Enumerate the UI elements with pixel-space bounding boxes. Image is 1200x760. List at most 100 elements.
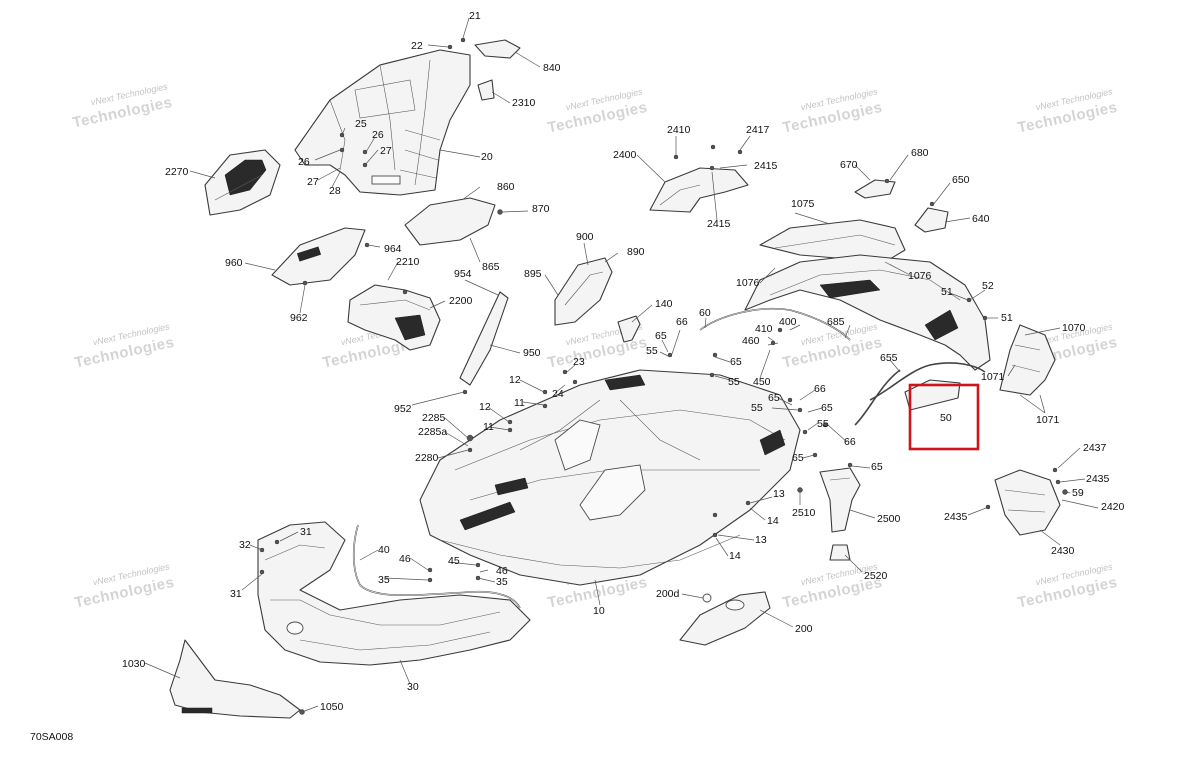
callout-label: 670 <box>840 159 858 171</box>
callout-label: 2280 <box>415 452 439 464</box>
part-trim-arc <box>854 369 901 426</box>
part-2520 <box>829 544 851 561</box>
part-1070 <box>999 324 1056 396</box>
part-840 <box>474 39 521 59</box>
part-rear-upper-body <box>294 49 471 196</box>
callout-label: 2417 <box>746 124 770 136</box>
callout-label: 870 <box>532 203 550 215</box>
watermark: vNext Technologies Technologies <box>781 86 884 136</box>
part-30-front-nose <box>257 521 531 666</box>
callout-label: 680 <box>911 147 929 159</box>
callout-label: 31 <box>230 588 242 600</box>
part-rear-hull-upper <box>744 254 991 371</box>
callout-label: 23 <box>573 356 585 368</box>
callout-label: 45 <box>448 555 460 567</box>
callout-label: 40 <box>378 544 390 556</box>
callout-label: 2400 <box>613 149 637 161</box>
callout-label: 2435 <box>944 511 968 523</box>
callout-label: 12 <box>479 401 491 413</box>
callout-label: 32 <box>239 539 251 551</box>
part-640 <box>914 207 949 233</box>
callout-label: 26 <box>298 156 310 168</box>
callout-label: 2520 <box>864 570 888 582</box>
callout-label: 25 <box>355 118 367 130</box>
callout-label: 964 <box>384 243 402 255</box>
callout-label: 28 <box>329 185 341 197</box>
part-200d <box>702 593 712 603</box>
callout-label: 13 <box>755 534 767 546</box>
watermark: vNext Technologies Technologies <box>73 561 176 611</box>
part-655-trim <box>869 362 986 401</box>
callout-label: 50 <box>940 412 952 424</box>
part-890 <box>554 257 613 326</box>
callout-label: 51 <box>941 286 953 298</box>
callout-label: 450 <box>753 376 771 388</box>
part-2200-console <box>347 284 441 351</box>
callout-label: 1070 <box>1062 322 1086 334</box>
part-2500-bracket <box>819 467 861 533</box>
callout-label: 950 <box>523 347 541 359</box>
callout-label: 59 <box>1072 487 1084 499</box>
callout-label: 24 <box>552 388 564 400</box>
callout-label: 65 <box>730 356 742 368</box>
watermark: vNext Technologies Technologies <box>781 321 884 371</box>
callout-label: 55 <box>817 418 829 430</box>
callout-label: 2310 <box>512 97 536 109</box>
callout-label: 10 <box>593 605 605 617</box>
callout-label: 65 <box>871 461 883 473</box>
callout-label: 860 <box>497 181 515 193</box>
callout-label: 1030 <box>122 658 146 670</box>
callout-label: 2285 <box>422 412 446 424</box>
callout-label: 21 <box>469 10 481 22</box>
watermark: vNext Technologies Technologies <box>1016 561 1119 611</box>
badge-plate <box>371 175 401 185</box>
callout-label: 2510 <box>792 507 816 519</box>
callout-label: 890 <box>627 246 645 258</box>
callout-label: 65 <box>768 392 780 404</box>
part-960 <box>271 227 366 286</box>
part-1075 <box>759 219 906 263</box>
callout-label: 2435 <box>1086 473 1110 485</box>
callout-label: 200 <box>795 623 813 635</box>
callout-label: 140 <box>655 298 673 310</box>
watermark: vNext Technologies Technologies <box>73 321 176 371</box>
callout-label: 2415 <box>707 218 731 230</box>
callout-label: 954 <box>454 268 472 280</box>
callout-label: 11 <box>514 397 525 409</box>
part-670 <box>854 179 896 199</box>
callout-label: 640 <box>972 213 990 225</box>
part-950-strip <box>459 291 509 386</box>
callout-label: 65 <box>821 402 833 414</box>
part-10-main-hull <box>419 369 801 586</box>
callout-label: 35 <box>378 574 390 586</box>
callout-label: 27 <box>307 176 319 188</box>
callout-label: 400 <box>779 316 797 328</box>
callout-label: 1075 <box>791 198 815 210</box>
callout-label: 26 <box>372 129 384 141</box>
callout-label: 31 <box>300 526 312 538</box>
callout-label: 2420 <box>1101 501 1125 513</box>
callout-label: 952 <box>394 403 412 415</box>
callout-label: 650 <box>952 174 970 186</box>
callout-label: 65 <box>792 452 804 464</box>
callout-label: 55 <box>646 345 658 357</box>
callout-label: 13 <box>773 488 785 500</box>
callout-label: 1071 <box>981 371 1005 383</box>
part-2400 <box>649 167 749 213</box>
callout-label: 1050 <box>320 701 344 713</box>
part-2420 <box>994 469 1061 536</box>
callout-label: 685 <box>827 316 845 328</box>
callout-label: 55 <box>751 402 763 414</box>
callout-label: 895 <box>524 268 542 280</box>
callout-label: 900 <box>576 231 594 243</box>
callout-label: 52 <box>982 280 994 292</box>
callout-label: 27 <box>380 145 392 157</box>
callout-label: 460 <box>742 335 760 347</box>
callout-label: 20 <box>481 151 493 163</box>
fastener-group <box>259 37 1068 715</box>
callout-label: 66 <box>844 436 856 448</box>
part-2310 <box>477 79 495 101</box>
watermark: vNext Technologies Technologies <box>1016 86 1119 136</box>
